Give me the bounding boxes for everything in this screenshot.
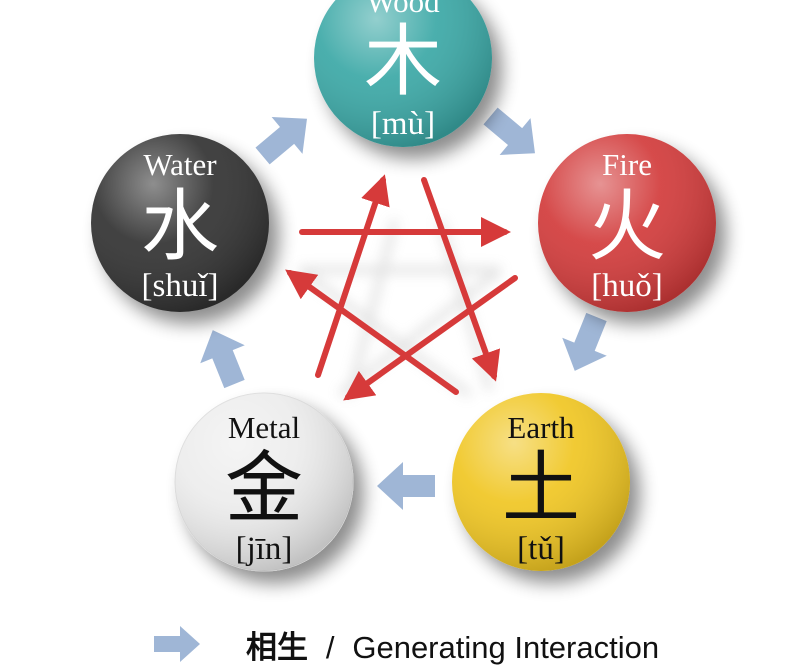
element-metal-pinyin: [jīn] bbox=[236, 531, 293, 567]
generating-arrow-fire-earth bbox=[562, 312, 607, 371]
generating-arrow-earth-metal bbox=[377, 462, 435, 510]
element-metal-hanzi: 金 bbox=[225, 444, 303, 534]
generating-arrow-icon bbox=[154, 626, 200, 662]
control-arrow-wood-earth bbox=[421, 177, 501, 382]
element-wood-hanzi: 木 bbox=[364, 17, 442, 107]
legend-hanzi: 相生 bbox=[246, 629, 308, 666]
element-wood-name: Wood bbox=[366, 0, 440, 19]
element-fire: Fire 火 [huǒ] bbox=[538, 134, 716, 312]
element-water-pinyin: [shuǐ] bbox=[142, 268, 219, 304]
generating-arrows bbox=[200, 107, 607, 510]
element-water: Water 水 [shuǐ] bbox=[91, 134, 269, 312]
element-fire-name: Fire bbox=[602, 147, 652, 182]
control-arrow-metal-wood bbox=[315, 174, 390, 378]
element-earth-name: Earth bbox=[507, 410, 575, 445]
element-wood-pinyin: [mù] bbox=[371, 106, 435, 142]
element-earth-hanzi: 土 bbox=[502, 444, 580, 534]
element-wood: Wood 木 [mù] bbox=[314, 0, 492, 147]
element-water-hanzi: 水 bbox=[141, 182, 219, 272]
legend-separator: / bbox=[325, 629, 335, 665]
controlling-arrows bbox=[285, 174, 518, 401]
legend-text: 相生 / Generating Interaction bbox=[246, 622, 659, 667]
element-metal: Metal 金 [jīn] bbox=[174, 392, 354, 572]
generating-arrow-metal-water bbox=[200, 330, 245, 389]
legend: 相生 / Generating Interaction bbox=[152, 622, 792, 666]
control-arrow-earth-water bbox=[285, 269, 459, 395]
element-water-name: Water bbox=[143, 147, 217, 182]
legend-label: Generating Interaction bbox=[352, 629, 660, 665]
element-earth: Earth 土 [tǔ] bbox=[452, 393, 630, 571]
control-arrow-fire-metal bbox=[343, 275, 518, 401]
generating-arrow-wood-fire bbox=[483, 107, 535, 155]
element-fire-pinyin: [huǒ] bbox=[591, 268, 662, 304]
element-metal-name: Metal bbox=[228, 410, 300, 445]
generating-arrow-water-wood bbox=[255, 117, 307, 165]
element-fire-hanzi: 火 bbox=[588, 182, 666, 272]
element-earth-pinyin: [tǔ] bbox=[517, 531, 565, 567]
